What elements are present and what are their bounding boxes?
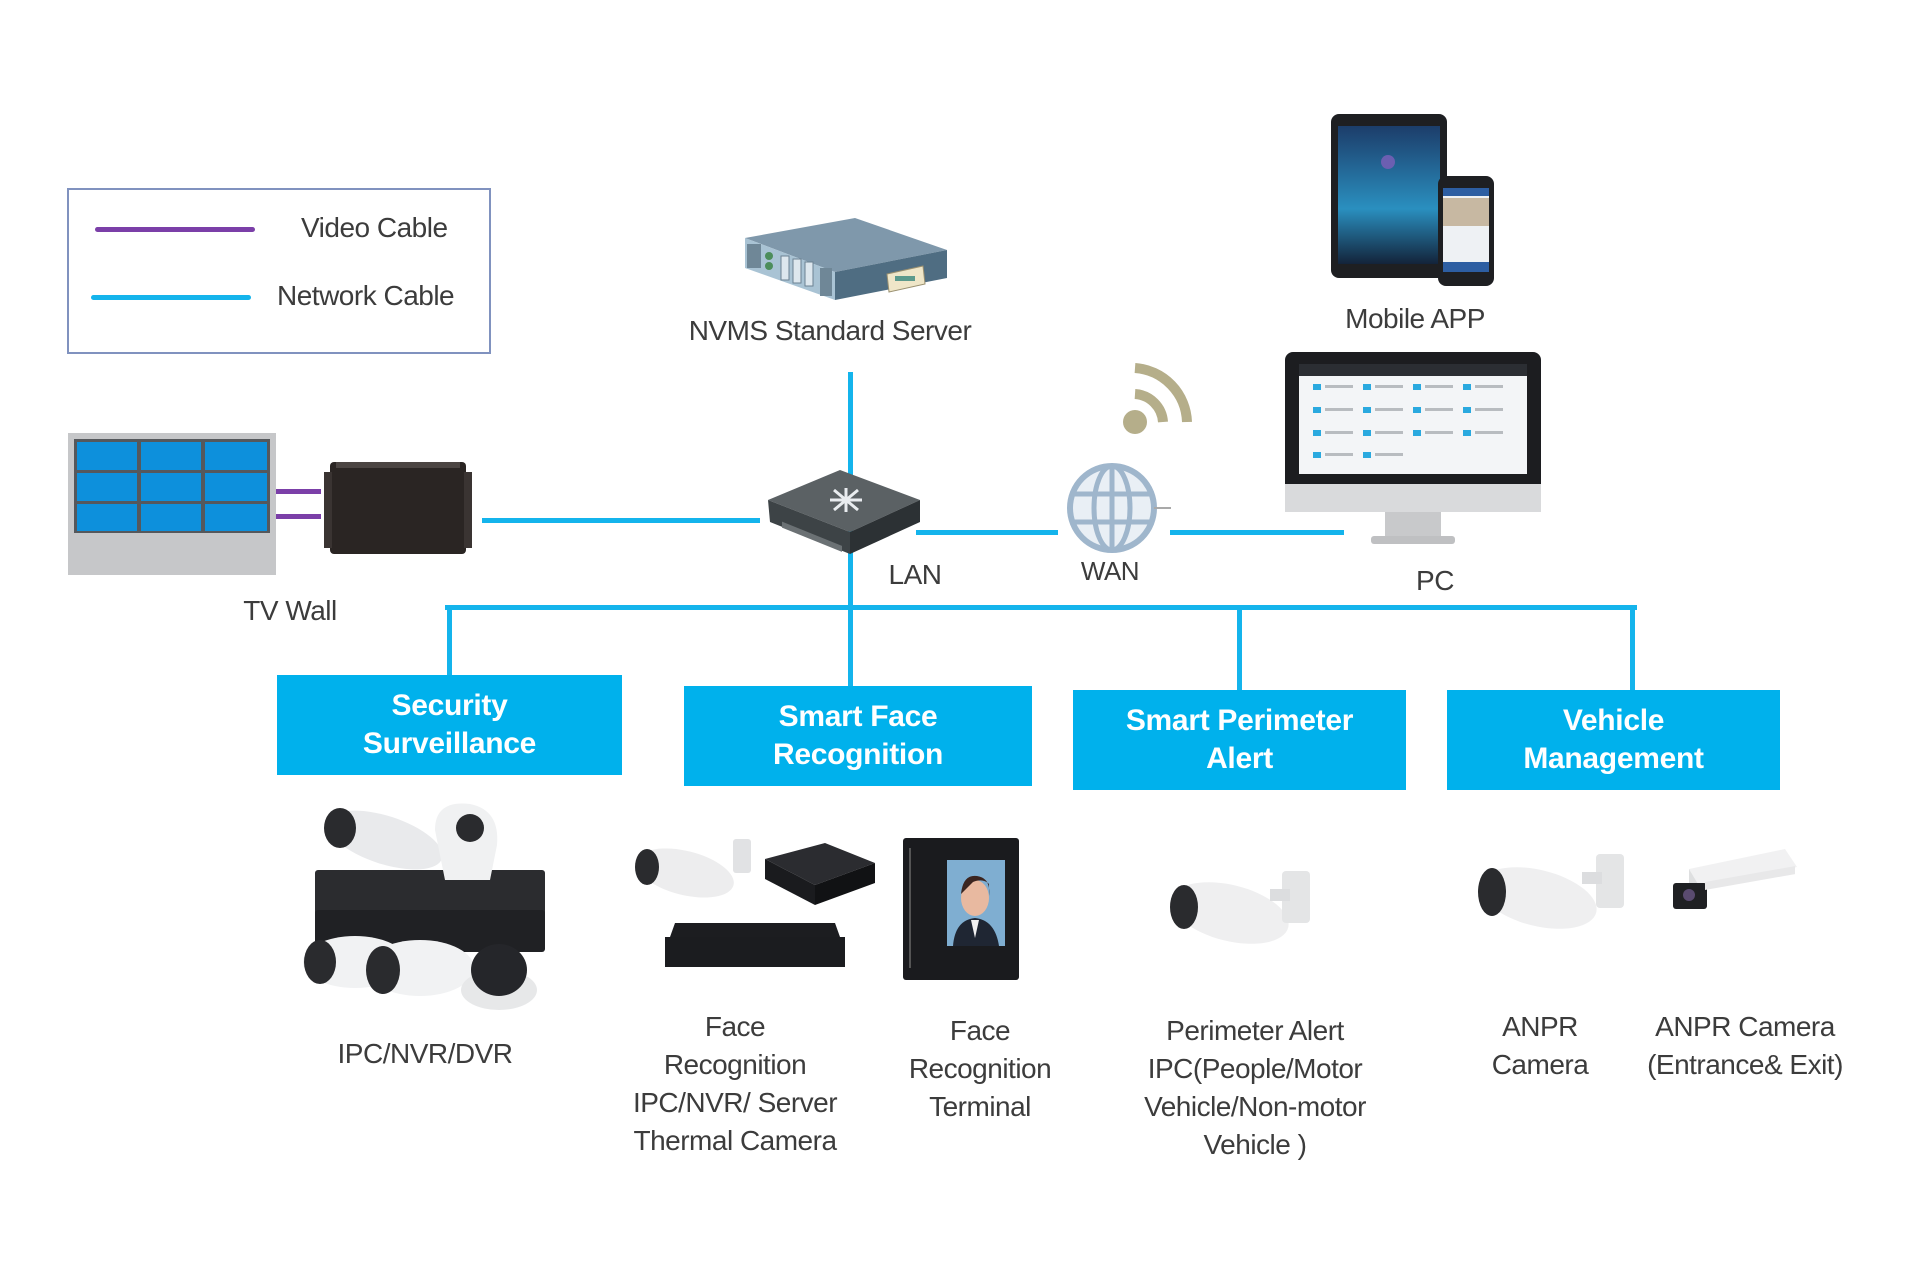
wan-label: WAN [1080,556,1140,586]
device-label-line: IPC/NVR/ Server [632,1087,838,1118]
server-icon [745,218,947,300]
legend-item-video-cable: Video Cable [69,210,489,250]
device-label-line: Perimeter Alert [1166,1015,1344,1046]
device-label-face-recognition-ipc: Face Recognition IPC/NVR/ Server Thermal… [590,1008,880,1160]
device-label-anpr-camera-entrance-exit: ANPR Camera (Entrance& Exit) [1620,1008,1870,1084]
category-title-line2: Alert [1206,742,1273,775]
legend-item-network-cable: Network Cable [69,278,489,318]
tv-wall-icon [68,433,276,575]
lan-label: LAN [888,559,942,590]
decoder-controller-icon [324,462,472,554]
device-label-anpr-camera: ANPR Camera [1475,1008,1605,1084]
device-label-line: ANPR Camera [1655,1011,1835,1042]
video-cable-2 [275,514,321,519]
pc-label: PC [1416,565,1454,596]
video-cable-swatch [95,227,255,232]
legend-label: Network Cable [277,280,455,311]
face-recognition-terminal-icon [903,838,1019,980]
face-recognition-ipc-nvr-server-icon [635,839,875,967]
category-title-line2: Surveillance [362,727,537,760]
device-label-line: Camera [1491,1049,1589,1080]
network-drop-vehicle [1630,605,1635,692]
category-title-line2: Management [1523,742,1704,775]
pc-monitor-icon [1285,352,1541,544]
mobile-devices-icon [1331,114,1494,286]
device-label-line: Face [949,1015,1011,1046]
network-drop-security [447,605,452,677]
legend: Video Cable Network Cable [67,188,491,354]
legend-label: Video Cable [301,212,448,243]
anpr-camera-icon [1478,854,1624,929]
device-label-line: Vehicle ) [1203,1129,1307,1160]
server-label: NVMS Standard Server [688,315,972,346]
category-title-line2: Recognition [772,738,944,771]
device-label-line: Face [704,1011,766,1042]
tv-wall-label: TV Wall [243,595,337,626]
device-label-ipc-nvr-dvr: IPC/NVR/DVR [300,1035,550,1073]
category-title-line1: Smart Face [778,700,938,733]
network-cable-tvwall-switch [482,518,760,523]
device-label-line: ANPR [1502,1011,1578,1042]
device-label-line: (Entrance& Exit) [1647,1049,1843,1080]
video-cable-1 [275,489,321,494]
device-label-line: Vehicle/Non-motor [1144,1091,1366,1122]
category-title-line1: Vehicle [1562,704,1665,737]
device-label-line: Recognition [908,1053,1052,1084]
network-bus [445,605,1637,610]
device-label-line: IPC(People/Motor [1147,1053,1363,1084]
device-label-perimeter-alert-ipc: Perimeter Alert IPC(People/Motor Vehicle… [1095,1012,1415,1164]
ipc-nvr-dvr-icon [303,803,545,1010]
wifi-icon [1123,363,1192,434]
perimeter-alert-ipc-icon [1170,871,1310,944]
category-title-line1: Security [391,689,508,722]
device-label-face-recognition-terminal: Face Recognition Terminal [880,1012,1080,1126]
network-cable-swatch [91,295,251,300]
device-label-line: Terminal [929,1091,1031,1122]
device-label-line: Recognition [663,1049,807,1080]
mobile-app-label: Mobile APP [1345,303,1485,334]
anpr-camera-entrance-exit-icon [1673,849,1797,909]
device-label-line: Thermal Camera [633,1125,837,1156]
device-label-line: IPC/NVR/DVR [337,1038,513,1069]
network-cable-wan-pc [1170,530,1344,535]
network-switch-icon [768,470,920,554]
globe-icon [1067,463,1171,553]
network-drop-perimeter [1237,605,1242,692]
category-title-line1: Smart Perimeter [1125,704,1354,737]
network-cable-switch-wan [916,530,1058,535]
